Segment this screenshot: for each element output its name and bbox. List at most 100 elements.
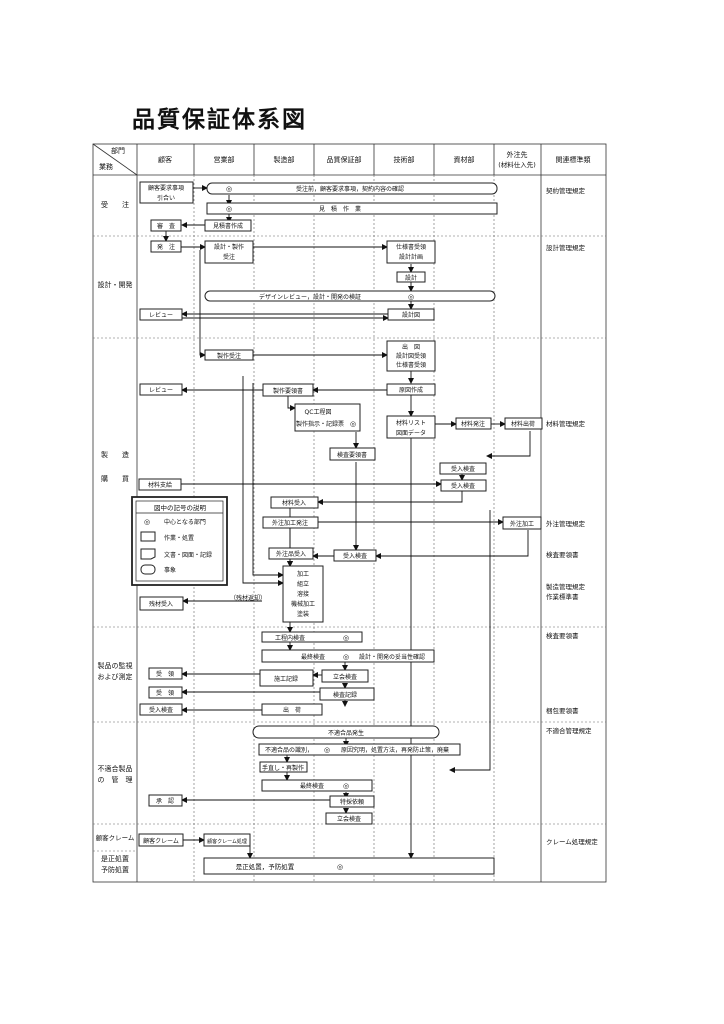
shipping-box: 出 荷: [261, 703, 323, 716]
row-label-monitoring2: および測定: [98, 672, 133, 681]
svg-text:外注加工発注: 外注加工発注: [272, 519, 308, 527]
quote-document-box: 見積書作成: [204, 219, 252, 232]
design-review-box: デザインレビュー，設計・開発の検証 ◎: [204, 290, 496, 302]
std-inspection1: 検査要領書: [546, 550, 579, 559]
svg-text:受入検査: 受入検査: [451, 465, 475, 473]
legend-item-center: 中心となる部門: [164, 518, 206, 526]
row-label-corrective: 是正処置: [101, 854, 129, 863]
legend: 図中の記号の説明 ◎ 中心となる部門 作業・処置 文書・図面・記録 事象: [131, 496, 228, 586]
legend-item-work: 作業・処置: [164, 534, 194, 542]
svg-text:原因究明，処置方法，再発防止策，廃棄: 原因究明，処置方法，再発防止策，廃棄: [341, 746, 449, 754]
svg-text:組立: 組立: [297, 580, 309, 588]
special-request-box: 特採依頼: [329, 795, 375, 808]
svg-text:発 注: 発 注: [157, 243, 175, 251]
svg-text:QC工程図: QC工程図: [305, 408, 332, 416]
material-supply-box: 材料支給: [138, 478, 182, 491]
receive1-box: 受 領: [148, 667, 183, 680]
audit-box: 審 査: [150, 219, 182, 232]
flow-boxes: 顧客要求事項 引合い ◎ 受注前，顧客要求事項，契約内容の確認 ◎ 見 積 作 …: [138, 181, 543, 875]
svg-text:設計計画: 設計計画: [399, 253, 423, 261]
legend-center-symbol: ◎: [144, 518, 150, 526]
row-label-nonconform1: 不適合製品: [98, 764, 133, 773]
svg-text:◎: ◎: [343, 653, 349, 661]
svg-text:加工: 加工: [297, 570, 309, 578]
std-packing: 梱包要領書: [546, 706, 579, 715]
svg-text:特採依頼: 特採依頼: [340, 798, 364, 806]
svg-text:立会検査: 立会検査: [333, 673, 357, 681]
svg-text:製作受注: 製作受注: [217, 352, 241, 360]
work-record-box: 施工記録: [259, 669, 314, 687]
inspection-record-box: 検査記録: [319, 687, 375, 701]
header-col-engineering: 技術部: [394, 155, 415, 164]
row-labels: 受 注 設計・開発 製 造 購 買 製品の監視 および測定 不適合製品 の 管 …: [96, 200, 135, 874]
row-label-purchasing: 購 買: [101, 474, 129, 483]
nc-measures-box: 不適合品の識別， ◎ 原因究明，処置方法，再発防止策，廃棄: [258, 743, 461, 756]
svg-text:材料支給: 材料支給: [148, 481, 172, 489]
orig-drawing-box: 原図作成: [386, 383, 436, 396]
svg-text:塗装: 塗装: [297, 610, 309, 618]
svg-text:受 領: 受 領: [156, 670, 174, 678]
svg-text:デザインレビュー，設計・開発の検証: デザインレビュー，設計・開発の検証: [259, 293, 361, 301]
svg-text:出 荷: 出 荷: [283, 706, 301, 714]
svg-text:検査要領書: 検査要領書: [337, 451, 367, 459]
svg-text:◎: ◎: [343, 782, 349, 790]
svg-text:設計・製作: 設計・製作: [214, 243, 244, 251]
outsource-receive-box: 外注品受入: [268, 547, 314, 560]
svg-text:立会検査: 立会検査: [337, 815, 361, 823]
row-label-claim: 顧客クレーム: [96, 833, 135, 842]
std-contract: 契約管理規定: [546, 186, 586, 195]
receiving-insp1-box: 受入検査: [439, 462, 487, 475]
design-drawing-box: 設計図: [387, 308, 435, 321]
legend-work-symbol: [140, 531, 156, 542]
claim-handling-box: 顧客クレーム処理: [203, 833, 251, 847]
svg-text:材料リスト: 材料リスト: [396, 419, 426, 427]
svg-text:最終検査: 最終検査: [300, 782, 324, 790]
svg-text:顧客要求事項: 顧客要求事項: [148, 184, 184, 192]
svg-text:◎: ◎: [350, 420, 356, 428]
inprocess-insp-box: 工程内検査 ◎: [261, 631, 363, 643]
design-order-box: 設計・製作 受注: [204, 240, 254, 264]
svg-text:原図作成: 原図作成: [399, 386, 423, 394]
header-col-manufacturing: 製造部: [274, 155, 295, 164]
std-design: 設計管理規定: [546, 243, 586, 252]
row-label-order: 受 注: [101, 200, 129, 209]
svg-text:溶接: 溶接: [297, 590, 309, 598]
inspection-spec-box: 検査要領書: [329, 447, 376, 461]
svg-text:最終検査: 最終検査: [301, 653, 325, 661]
approval-box: 承 認: [148, 794, 183, 807]
svg-text:設計図受領: 設計図受領: [396, 352, 426, 360]
outsource-order-box: 外注加工発注: [262, 516, 319, 529]
material-order-box: 材料発注: [455, 417, 492, 430]
final-insp-box: 最終検査 ◎ 設計・開発の妥当性確認: [261, 649, 435, 663]
receiving-insp3-box: 受入検査: [333, 549, 377, 562]
processing-box: 加工 組立 溶接 機械加工 塗装: [282, 565, 324, 623]
legend-item-event: 事象: [164, 566, 176, 574]
svg-text:◎: ◎: [226, 185, 232, 193]
witness-insp2-box: 立会検査: [325, 812, 373, 825]
svg-text:仕様書受領: 仕様書受領: [396, 243, 426, 251]
material-list-box: 材料リスト 図面データ: [386, 415, 436, 439]
svg-text:見 積 作 業: 見 積 作 業: [319, 205, 361, 213]
svg-text:審 査: 審 査: [157, 222, 175, 230]
svg-text:設計図: 設計図: [402, 311, 420, 319]
svg-text:◎: ◎: [343, 634, 349, 642]
related-standards: 契約管理規定 設計管理規定 材料管理規定 外注管理規定 検査要領書 製造管理規定…: [546, 186, 598, 846]
corrective-action-box: 是正処置，予防処置 ◎: [203, 857, 495, 875]
customer-receiving-insp-box: 受入検査: [139, 703, 183, 716]
svg-text:手直し・再製作: 手直し・再製作: [262, 764, 304, 772]
svg-text:機械加工: 機械加工: [291, 600, 315, 608]
svg-text:不適合品の識別，: 不適合品の識別，: [265, 746, 313, 754]
svg-text:仕様書受領: 仕様書受領: [396, 361, 426, 369]
spec-receive-box: 仕様書受領 設計計画: [386, 240, 436, 264]
svg-text:材料出荷: 材料出荷: [511, 420, 535, 428]
svg-text:製作要領書: 製作要領書: [273, 387, 303, 395]
estimate-work-box: ◎ 見 積 作 業: [206, 202, 498, 215]
row-label-monitoring1: 製品の監視: [98, 661, 133, 670]
std-material: 材料管理規定: [546, 419, 586, 428]
nc-occurrence-box: 不適合品発生: [252, 725, 440, 739]
svg-text:引合い: 引合い: [157, 194, 175, 202]
legend-document-symbol: [140, 548, 156, 560]
order-box: 発 注: [150, 240, 182, 253]
qc-process-box: QC工程図 製作指示・記録票 ◎: [294, 403, 361, 432]
header-corner-top: 部門: [111, 146, 125, 155]
